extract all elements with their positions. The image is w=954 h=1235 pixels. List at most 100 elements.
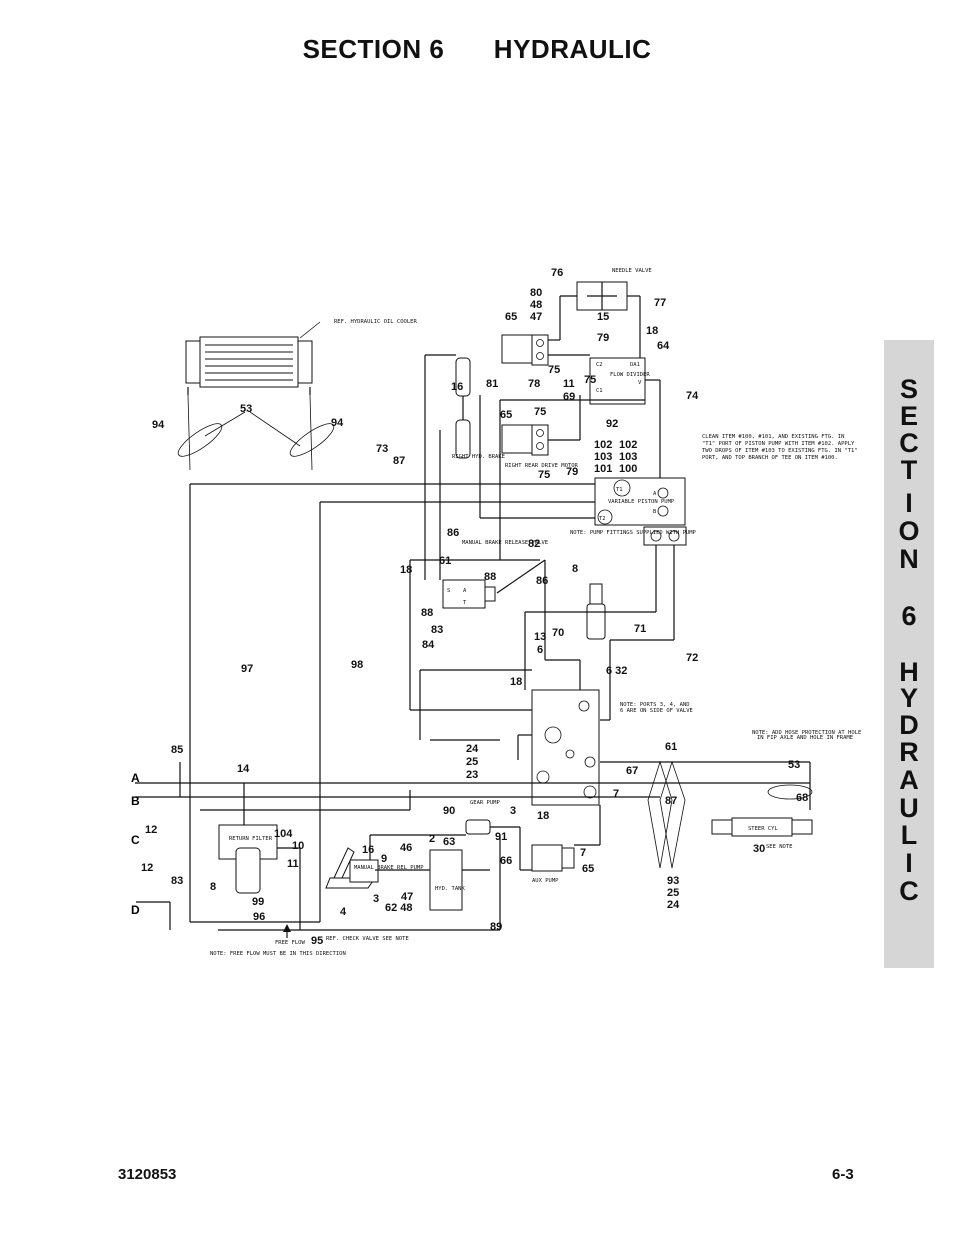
hydraulic-tank: HYD. TANK: [429, 849, 465, 911]
aux-pump: AUX PUMP: [531, 844, 575, 884]
callout-104: 104: [274, 828, 293, 840]
side-tab-letter: E: [899, 401, 918, 431]
callout-12: 12: [145, 824, 157, 836]
callout-16: 16: [451, 381, 463, 393]
callout-10: 10: [292, 840, 304, 852]
ports-note-2: 6 ARE ON SIDE OF VALVE: [620, 708, 693, 714]
line-letter-b: B: [131, 794, 140, 808]
callout-92: 92: [606, 418, 618, 430]
callout-18: 18: [510, 676, 522, 688]
callout-98: 98: [351, 659, 363, 671]
callout-80: 80: [530, 287, 542, 299]
callout-11: 11: [563, 378, 575, 390]
svg-text:V: V: [638, 380, 642, 386]
side-tab-letter: Y: [899, 683, 918, 713]
callout-71: 71: [634, 623, 646, 635]
line-letter-c: C: [131, 833, 140, 847]
callout-25: 25: [466, 756, 478, 768]
clean-note-3: TWO DROPS OF ITEM #103 TO EXISTING FTG. …: [702, 448, 858, 454]
callout-11: 11: [287, 858, 299, 870]
callout-87: 87: [393, 455, 405, 467]
callout-79: 79: [597, 332, 609, 344]
svg-text:C1: C1: [596, 388, 603, 394]
callout-78: 78: [528, 378, 540, 390]
callout-8: 8: [572, 563, 578, 575]
callout-100: 100: [619, 463, 637, 475]
side-tab-letter: I: [905, 488, 913, 518]
clean-note-2: "T1" PORT OF PISTON PUMP WITH ITEM #102.…: [702, 441, 855, 447]
callout-101: 101: [594, 463, 612, 475]
callout-73: 73: [376, 443, 388, 455]
callout-83: 83: [171, 875, 183, 887]
see-note: SEE NOTE: [766, 844, 793, 850]
oil-cooler: REF. HYDRAULIC OIL COOLER: [185, 319, 417, 395]
callout-102: 102: [619, 439, 637, 451]
pressure-filter: [586, 583, 606, 640]
callout-87: 87: [665, 795, 677, 807]
callout-61: 61: [439, 555, 451, 567]
callout-75: 75: [548, 364, 560, 376]
callout-82: 82: [528, 538, 540, 550]
page-title: SECTION 6 HYDRAULIC: [0, 34, 954, 65]
callout-76: 76: [551, 267, 563, 279]
callout-7: 7: [580, 847, 586, 859]
callout-65: 65: [582, 863, 594, 875]
steer-cylinder: STEER CYL NOTE: ADD HOSE PROTECTION AT H…: [711, 730, 861, 850]
hyd-tank-label: HYD. TANK: [435, 886, 465, 892]
right-rear-motor-label: RIGHT REAR DRIVE MOTOR: [505, 463, 579, 469]
callout-70: 70: [552, 627, 564, 639]
callout-24: 24: [466, 743, 479, 755]
callout-18: 18: [646, 325, 658, 337]
aux-pump-label: AUX PUMP: [532, 878, 559, 884]
side-tab-letter: C: [899, 428, 919, 458]
callout-83: 83: [431, 624, 443, 636]
callout-2: 2: [429, 833, 435, 845]
callout-6-32: 6 32: [606, 665, 627, 677]
callout-6: 6: [537, 644, 543, 656]
oil-cooler-label: REF. HYDRAULIC OIL COOLER: [334, 319, 417, 325]
callout-91: 91: [495, 831, 507, 843]
free-flow-label: FREE FLOW: [275, 940, 305, 946]
callout-84: 84: [422, 639, 435, 651]
section-label: SECTION 6: [302, 34, 445, 64]
pump-note: NOTE: PUMP FITTINGS SUPPLIED WITH PUMP: [570, 530, 697, 536]
needle-valve: NEEDLE VALVE: [559, 268, 652, 340]
callout-23: 23: [466, 769, 478, 781]
callout-75: 75: [538, 469, 550, 481]
right-brake-label: RIGHT HYD. BRAKE: [452, 454, 505, 460]
free-flow-note: NOTE: FREE FLOW MUST BE IN THIS DIRECTIO…: [210, 951, 346, 957]
callout-15: 15: [597, 311, 609, 323]
callout-79: 79: [566, 466, 578, 478]
callout-66: 66: [500, 855, 512, 867]
clean-note-1: CLEAN ITEM #100, #101, AND EXISTING FTG.…: [702, 434, 844, 440]
needle-valve-label: NEEDLE VALVE: [612, 268, 652, 274]
svg-text:A: A: [653, 491, 657, 497]
side-tab-letter: H: [899, 657, 919, 687]
callout-12: 12: [141, 862, 153, 874]
callout-18: 18: [537, 810, 549, 822]
callout-95: 95: [311, 935, 323, 947]
callout-9: 9: [381, 853, 387, 865]
side-tab-letter: S: [899, 374, 918, 404]
callout-103: 103: [594, 451, 612, 463]
doc-number: 3120853: [118, 1166, 177, 1183]
callout-94: 94: [152, 419, 165, 431]
callout-64: 64: [657, 340, 670, 352]
svg-text:B: B: [653, 509, 657, 515]
svg-text:S: S: [447, 588, 450, 594]
callout-61: 61: [665, 741, 677, 753]
callout-88: 88: [421, 607, 433, 619]
manual-brake-release-pump: MANUAL BRAKE REL PUMP: [325, 847, 424, 889]
svg-text:DA1: DA1: [630, 362, 640, 368]
callout-24: 24: [667, 899, 680, 911]
callout-3: 3: [510, 805, 516, 817]
svg-text:C2: C2: [596, 362, 603, 368]
return-filter: RETURN FILTER: [218, 824, 278, 894]
side-tab-letter: L: [900, 820, 918, 850]
side-tab-letter: U: [899, 793, 919, 823]
callout-53: 53: [788, 759, 800, 771]
flow-divider-label: FLOW DIVIDER: [610, 372, 650, 378]
gear-pump-label: GEAR PUMP: [470, 800, 500, 806]
callout-48: 48: [530, 299, 542, 311]
steer-cyl-label: STEER CYL: [748, 826, 778, 832]
